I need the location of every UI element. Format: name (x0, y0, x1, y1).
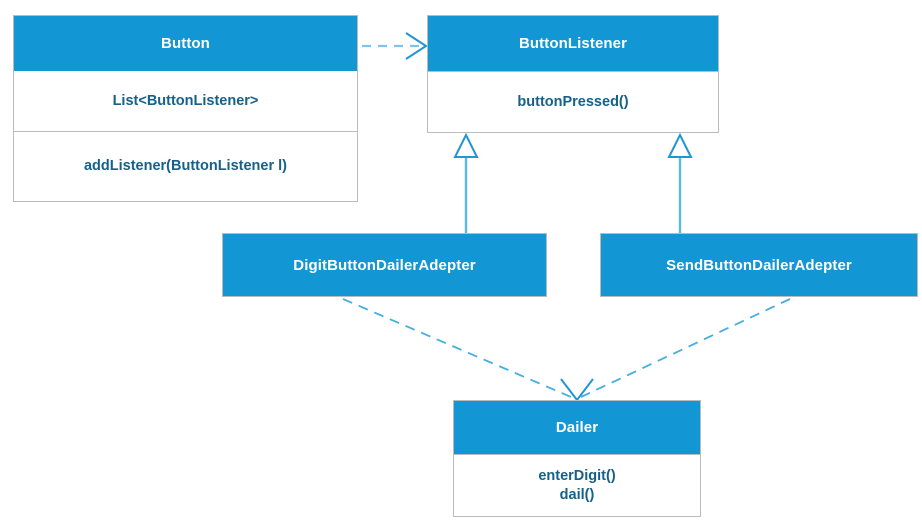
class-name-buttonlistener: ButtonListener (428, 16, 718, 71)
hollow-triangle-icon-digitadapter (453, 132, 479, 158)
connector-sendadapter-to-dailer (580, 298, 791, 398)
uml-class-digitbuttondaileradepter[interactable]: DigitButtonDailerAdepter (222, 233, 547, 297)
class-attributes-button: List<ButtonListener> (14, 71, 357, 131)
class-name-dailer: Dailer (454, 401, 700, 454)
connector-sendadapter-to-buttonlistener (667, 132, 693, 233)
open-arrowhead-icon-dailer (560, 378, 594, 402)
uml-class-dailer[interactable]: Dailer enterDigit() dail() (453, 400, 701, 517)
class-name-digitbuttondaileradepter: DigitButtonDailerAdepter (223, 234, 546, 296)
connector-digitadapter-to-dailer (342, 298, 572, 398)
open-arrowhead-dailer (560, 378, 594, 402)
uml-class-buttonlistener[interactable]: ButtonListener buttonPressed() (427, 15, 719, 133)
uml-class-sendbuttondaileradepter[interactable]: SendButtonDailerAdepter (600, 233, 918, 297)
class-name-button: Button (14, 16, 357, 71)
class-operations-buttonlistener: buttonPressed() (428, 71, 718, 132)
connector-digitadapter-to-buttonlistener (453, 132, 479, 233)
dependency-line-sendadapter-dailer (580, 298, 791, 398)
class-operations-button: addListener(ButtonListener l) (14, 131, 357, 201)
connector-button-to-buttonlistener (362, 32, 428, 60)
class-name-sendbuttondaileradepter: SendButtonDailerAdepter (601, 234, 917, 296)
hollow-triangle-icon-sendadapter (667, 132, 693, 158)
dependency-line-digitadapter-dailer (342, 298, 572, 398)
open-arrowhead-buttonlistener (405, 32, 428, 60)
class-operations-dailer: enterDigit() dail() (454, 454, 700, 516)
uml-class-button[interactable]: Button List<ButtonListener> addListener(… (13, 15, 358, 202)
